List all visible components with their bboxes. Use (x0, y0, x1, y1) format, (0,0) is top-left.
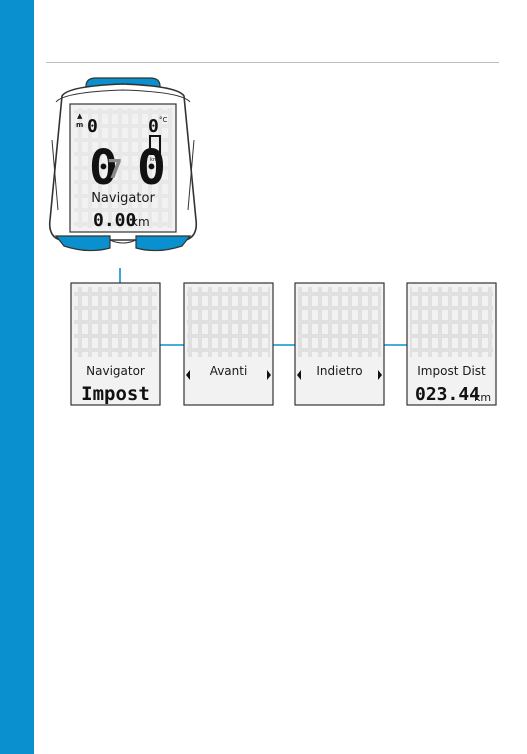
meter-icon: m (76, 121, 83, 129)
top-right-value: 0 (148, 116, 159, 137)
lcd-screen-3: Indietro (295, 283, 384, 405)
lcd-screen-2: Avanti (184, 283, 273, 405)
main-right-value: 0 (137, 140, 166, 196)
screen-4-value: 023.44 (415, 384, 480, 405)
bike-computer-device: ▲ m 0 0 °C 0 7 0 km/h Navigator 0.00 km (50, 78, 197, 251)
screen-3-label: Indietro (316, 364, 362, 378)
screen-4-label: Impost Dist (417, 364, 486, 378)
speed-unit: km/h (150, 157, 163, 163)
device-distance-unit: km (131, 215, 150, 229)
screen-2-label: Avanti (210, 364, 248, 378)
screen-4-unit: km (474, 391, 491, 404)
mountain-icon: ▲ (77, 112, 83, 120)
main-small-value: 7 (107, 155, 123, 185)
lcd-screen-4: Impost Dist 023.44 km (407, 283, 496, 405)
screen-1-value: Impost (81, 383, 150, 405)
screen-1-label: Navigator (86, 364, 145, 378)
device-distance-value: 0.00 (93, 210, 136, 231)
bottom-right-button[interactable] (136, 236, 190, 251)
top-left-value: 0 (87, 116, 98, 137)
bottom-left-button[interactable] (56, 236, 110, 251)
temp-unit: °C (159, 116, 168, 124)
lcd-screen-1: Navigator Impost (71, 283, 160, 405)
device-menu-label: Navigator (91, 191, 155, 206)
